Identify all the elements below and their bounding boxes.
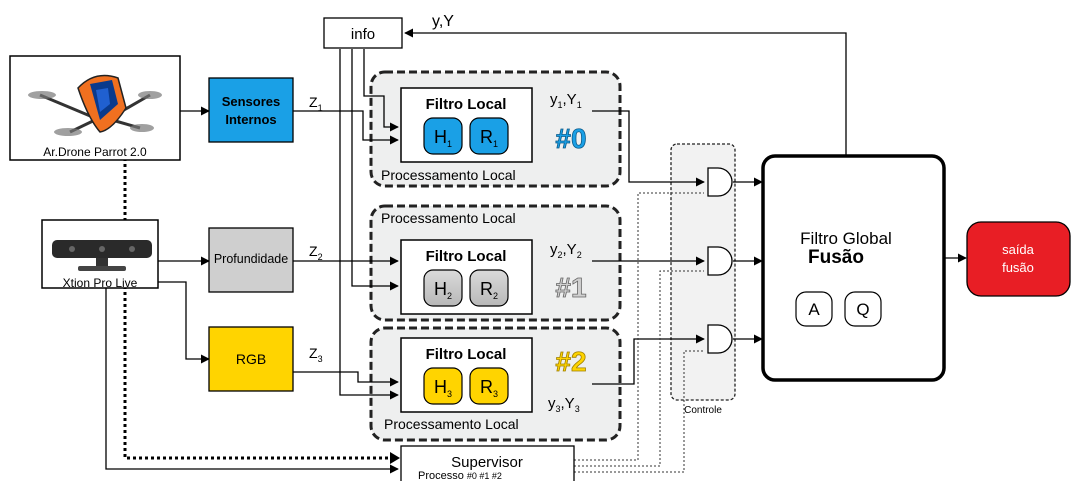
- sensor-rgb: RGB: [209, 327, 293, 391]
- drone-device: Ar.Drone Parrot 2.0: [10, 56, 180, 160]
- sensor-internal: Sensores Internos: [209, 78, 293, 142]
- xtion-caption: Xtion Pro Live: [63, 276, 138, 290]
- info-node: info: [324, 18, 402, 48]
- info-label: info: [351, 26, 375, 43]
- gate-1: [708, 247, 732, 275]
- local-filter-2-title: Filtro Local: [426, 346, 507, 363]
- local-process-0-id: #0: [555, 123, 586, 154]
- gate-2: [708, 325, 732, 353]
- sensor-depth: Profundidade: [209, 228, 293, 292]
- output-box: [967, 222, 1070, 296]
- controle-label: Controle: [684, 405, 722, 416]
- local-filter-0-title: Filtro Local: [426, 96, 507, 113]
- local-process-2-id: #2: [555, 346, 586, 377]
- xtion-device: Xtion Pro Live: [42, 220, 158, 290]
- local-process-1-caption: Processamento Local: [381, 210, 516, 226]
- global-a: A: [808, 300, 820, 319]
- output-node: saída fusão: [967, 222, 1070, 296]
- supervisor-title: Supervisor: [451, 454, 523, 471]
- global-filter: Filtro Global Fusão A Q: [763, 156, 944, 380]
- local-process-2-caption: Processamento Local: [384, 416, 519, 432]
- global-filter-box: [763, 156, 944, 380]
- z2-label: Z2: [309, 243, 323, 262]
- global-filter-subtitle: Fusão: [808, 247, 864, 268]
- output-label-2: fusão: [1002, 260, 1034, 275]
- drone-caption: Ar.Drone Parrot 2.0: [43, 145, 147, 159]
- global-filter-title: Filtro Global: [800, 229, 892, 248]
- sensor-depth-label: Profundidade: [214, 252, 288, 266]
- sensor-internal-box: [209, 78, 293, 142]
- local-filter-1-title: Filtro Local: [426, 248, 507, 265]
- sensor-internal-label-1: Sensores: [222, 94, 281, 109]
- global-feedback-label: y,Y: [432, 13, 454, 30]
- sensor-rgb-label: RGB: [236, 351, 266, 367]
- local-process-1-id: #1: [555, 272, 586, 303]
- supervisor-subtitle: Processo#0 #1 #2: [418, 470, 502, 481]
- z3-label: Z3: [309, 345, 323, 364]
- gate-0: [708, 168, 732, 196]
- xtion-to-rgb-arrow: [158, 282, 209, 359]
- output-label-1: saída: [1002, 242, 1035, 257]
- z1-label: Z1: [309, 94, 323, 113]
- sensor-internal-label-2: Internos: [225, 112, 276, 127]
- global-q: Q: [856, 300, 869, 319]
- local-process-0-caption: Processamento Local: [381, 167, 516, 183]
- supervisor-node: Supervisor Processo#0 #1 #2: [401, 446, 574, 481]
- z-labels: Z1 Z2 Z3: [309, 94, 323, 364]
